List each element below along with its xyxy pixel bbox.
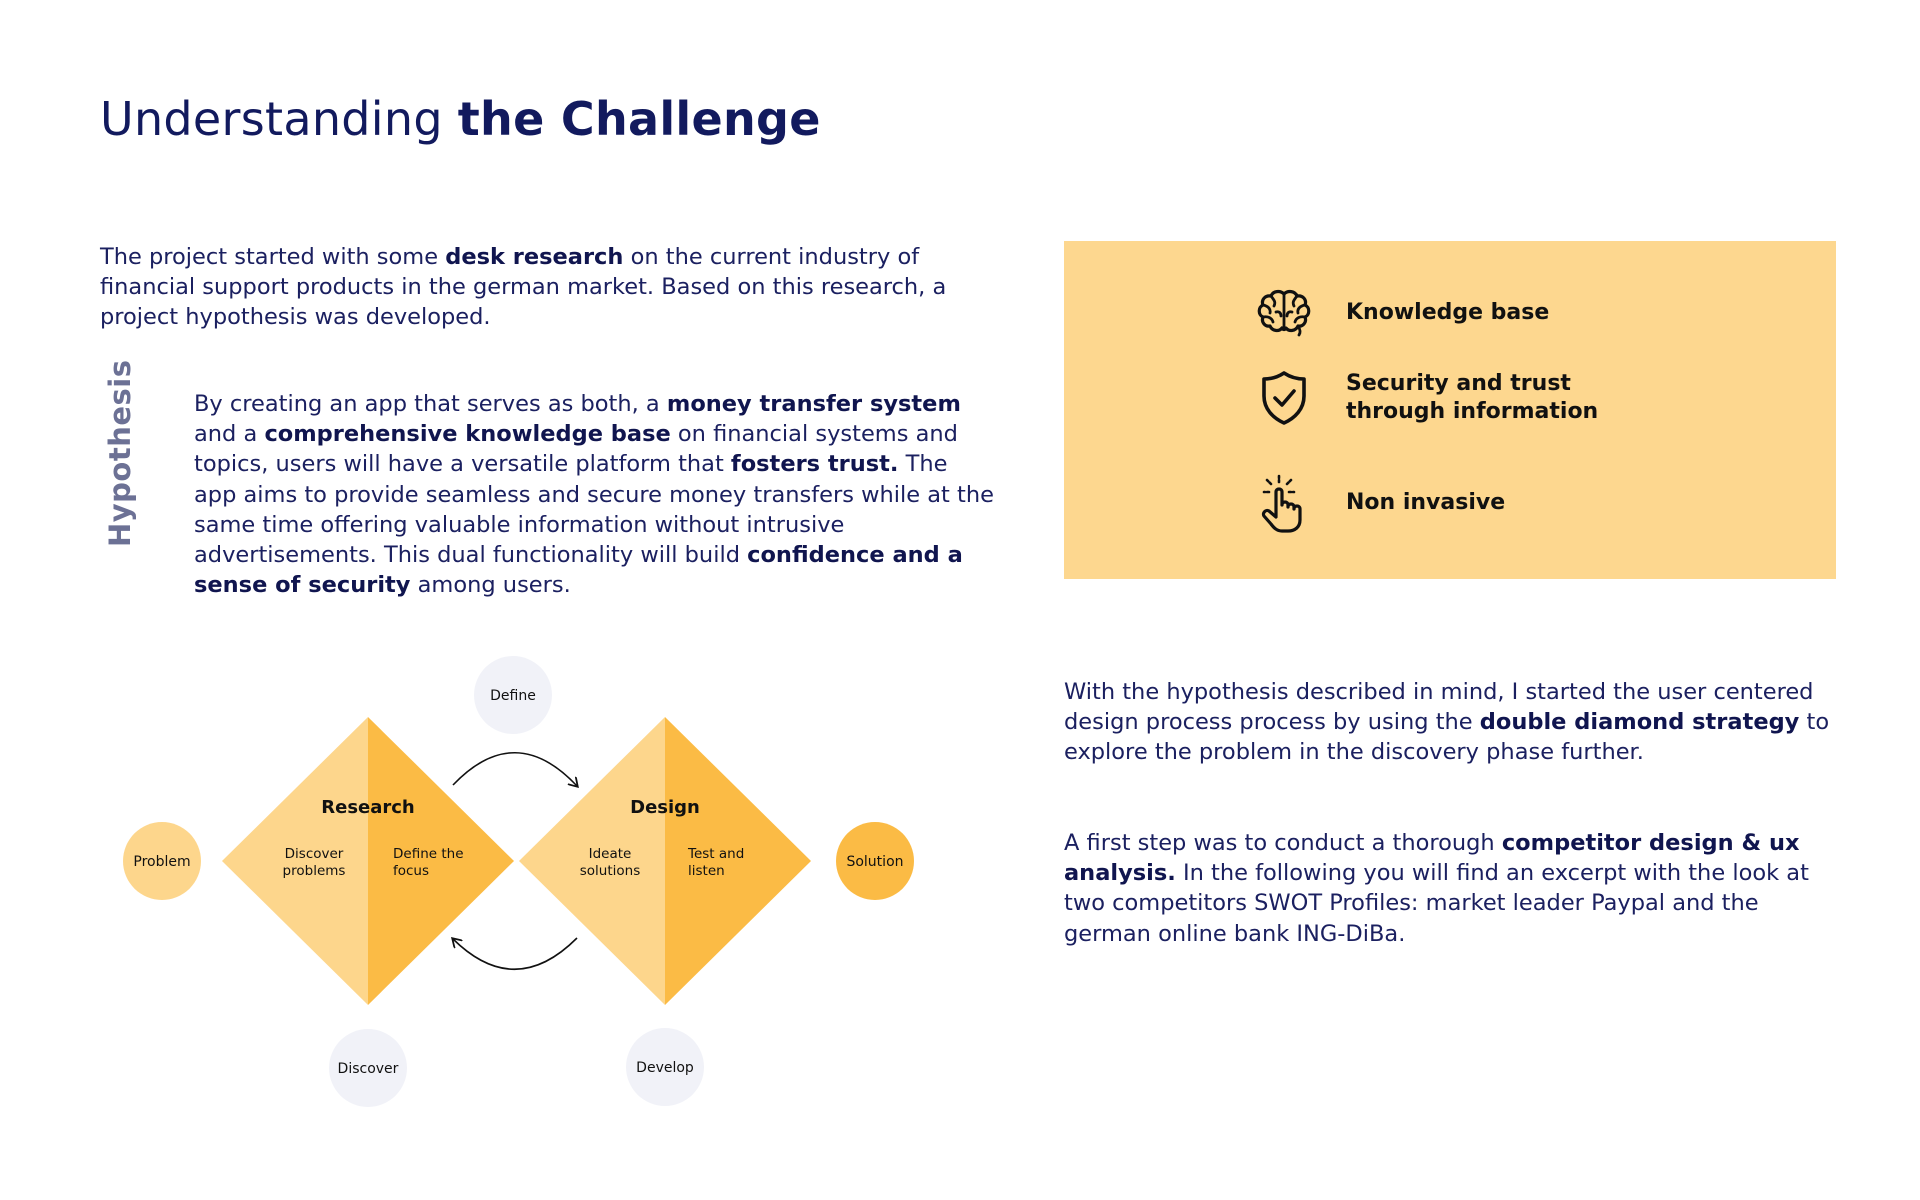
research-diamond-right [368,717,514,1005]
forward-arrow [452,752,577,786]
title-normal: Understanding [100,92,443,146]
design-right-line2: listen [688,863,725,879]
intro-bold-1: desk research [445,244,624,270]
discover-bubble [329,1029,407,1107]
research-diamond-left [222,717,368,1005]
feature-non-invasive: Non invasive [1064,473,1505,533]
para1-text-2: to explore the problem in the discovery … [1064,709,1830,766]
hyp-bold-1: money transfer system [666,391,961,417]
research-left-line1: Discover [285,846,344,862]
develop-label: Develop [636,1060,694,1076]
feature-box: Knowledge base Security and trust through… [1064,241,1836,579]
para1-bold-1: double diamond strategy [1479,709,1800,736]
feature-knowledge-base: Knowledge base [1064,283,1549,343]
feature-label-line1: Security and trust [1346,371,1571,396]
research-title: Research [321,797,415,818]
brain-icon [1244,283,1324,343]
design-diamond-right [665,717,811,1005]
feature-label: Knowledge base [1346,299,1549,327]
problem-label: Problem [133,854,190,870]
feature-label-line1: Knowledge base [1346,300,1550,325]
para1-text-1: With the hypothesis described in mind, I… [1064,679,1814,736]
define-label: Define [490,688,536,704]
design-left-line1: Ideate [589,846,632,862]
feature-label-line2: through information [1346,399,1599,424]
research-right-line1: Define the [393,846,464,862]
double-diamond-diagram: Define Problem Research Discover problem… [123,656,914,1107]
pointer-click-icon [1244,473,1324,533]
research-right-line2: focus [393,863,429,879]
hypothesis-label: Hypothesis [103,359,137,548]
design-diamond-left [519,717,665,1005]
feature-security-trust: Security and trust through information [1064,368,1598,428]
hyp-text-3: on financial systems and topics, users w… [194,421,958,478]
feature-label-line1: Non invasive [1346,490,1506,515]
problem-circle [123,822,201,900]
para2-bold-1: competitor design & ux analysis. [1064,830,1800,887]
intro-text-2: on the current industry of financial sup… [100,244,947,330]
design-right-line1: Test and [687,846,744,862]
define-bubble [474,656,552,734]
intro-paragraph: The project started with some desk resea… [100,242,1000,332]
para2-text-2: In the following you will find an excerp… [1064,860,1809,947]
hyp-bold-4: confidence and a sense of security [194,542,963,599]
hyp-text-5: among users. [410,572,571,599]
intro-text-1: The project started with some [100,244,446,270]
design-title: Design [630,797,700,818]
research-left-line2: problems [283,863,346,879]
shield-check-icon [1244,368,1324,428]
design-left-line2: solutions [580,863,641,879]
hyp-bold-2: comprehensive knowledge base [264,421,671,448]
hyp-text-2: and a [194,421,265,448]
competitor-paragraph: A first step was to conduct a thorough c… [1064,828,1844,949]
hypothesis-paragraph: By creating an app that serves as both, … [194,389,994,600]
discover-label: Discover [338,1061,399,1077]
para2-text-1: A first step was to conduct a thorough [1064,830,1502,856]
develop-bubble [626,1028,704,1106]
solution-label: Solution [846,854,903,870]
feature-label: Non invasive [1346,489,1505,517]
hyp-text-1: By creating an app that serves as both, … [194,391,667,417]
feature-label: Security and trust through information [1346,370,1598,426]
hyp-bold-3: fosters trust. [730,451,899,478]
page-title: Understanding the Challenge [100,92,821,146]
solution-circle [836,822,914,900]
hyp-text-4: The app aims to provide seamless and sec… [194,451,994,569]
return-arrow [453,938,578,970]
double-diamond-paragraph: With the hypothesis described in mind, I… [1064,677,1844,768]
title-bold: the Challenge [457,92,821,146]
